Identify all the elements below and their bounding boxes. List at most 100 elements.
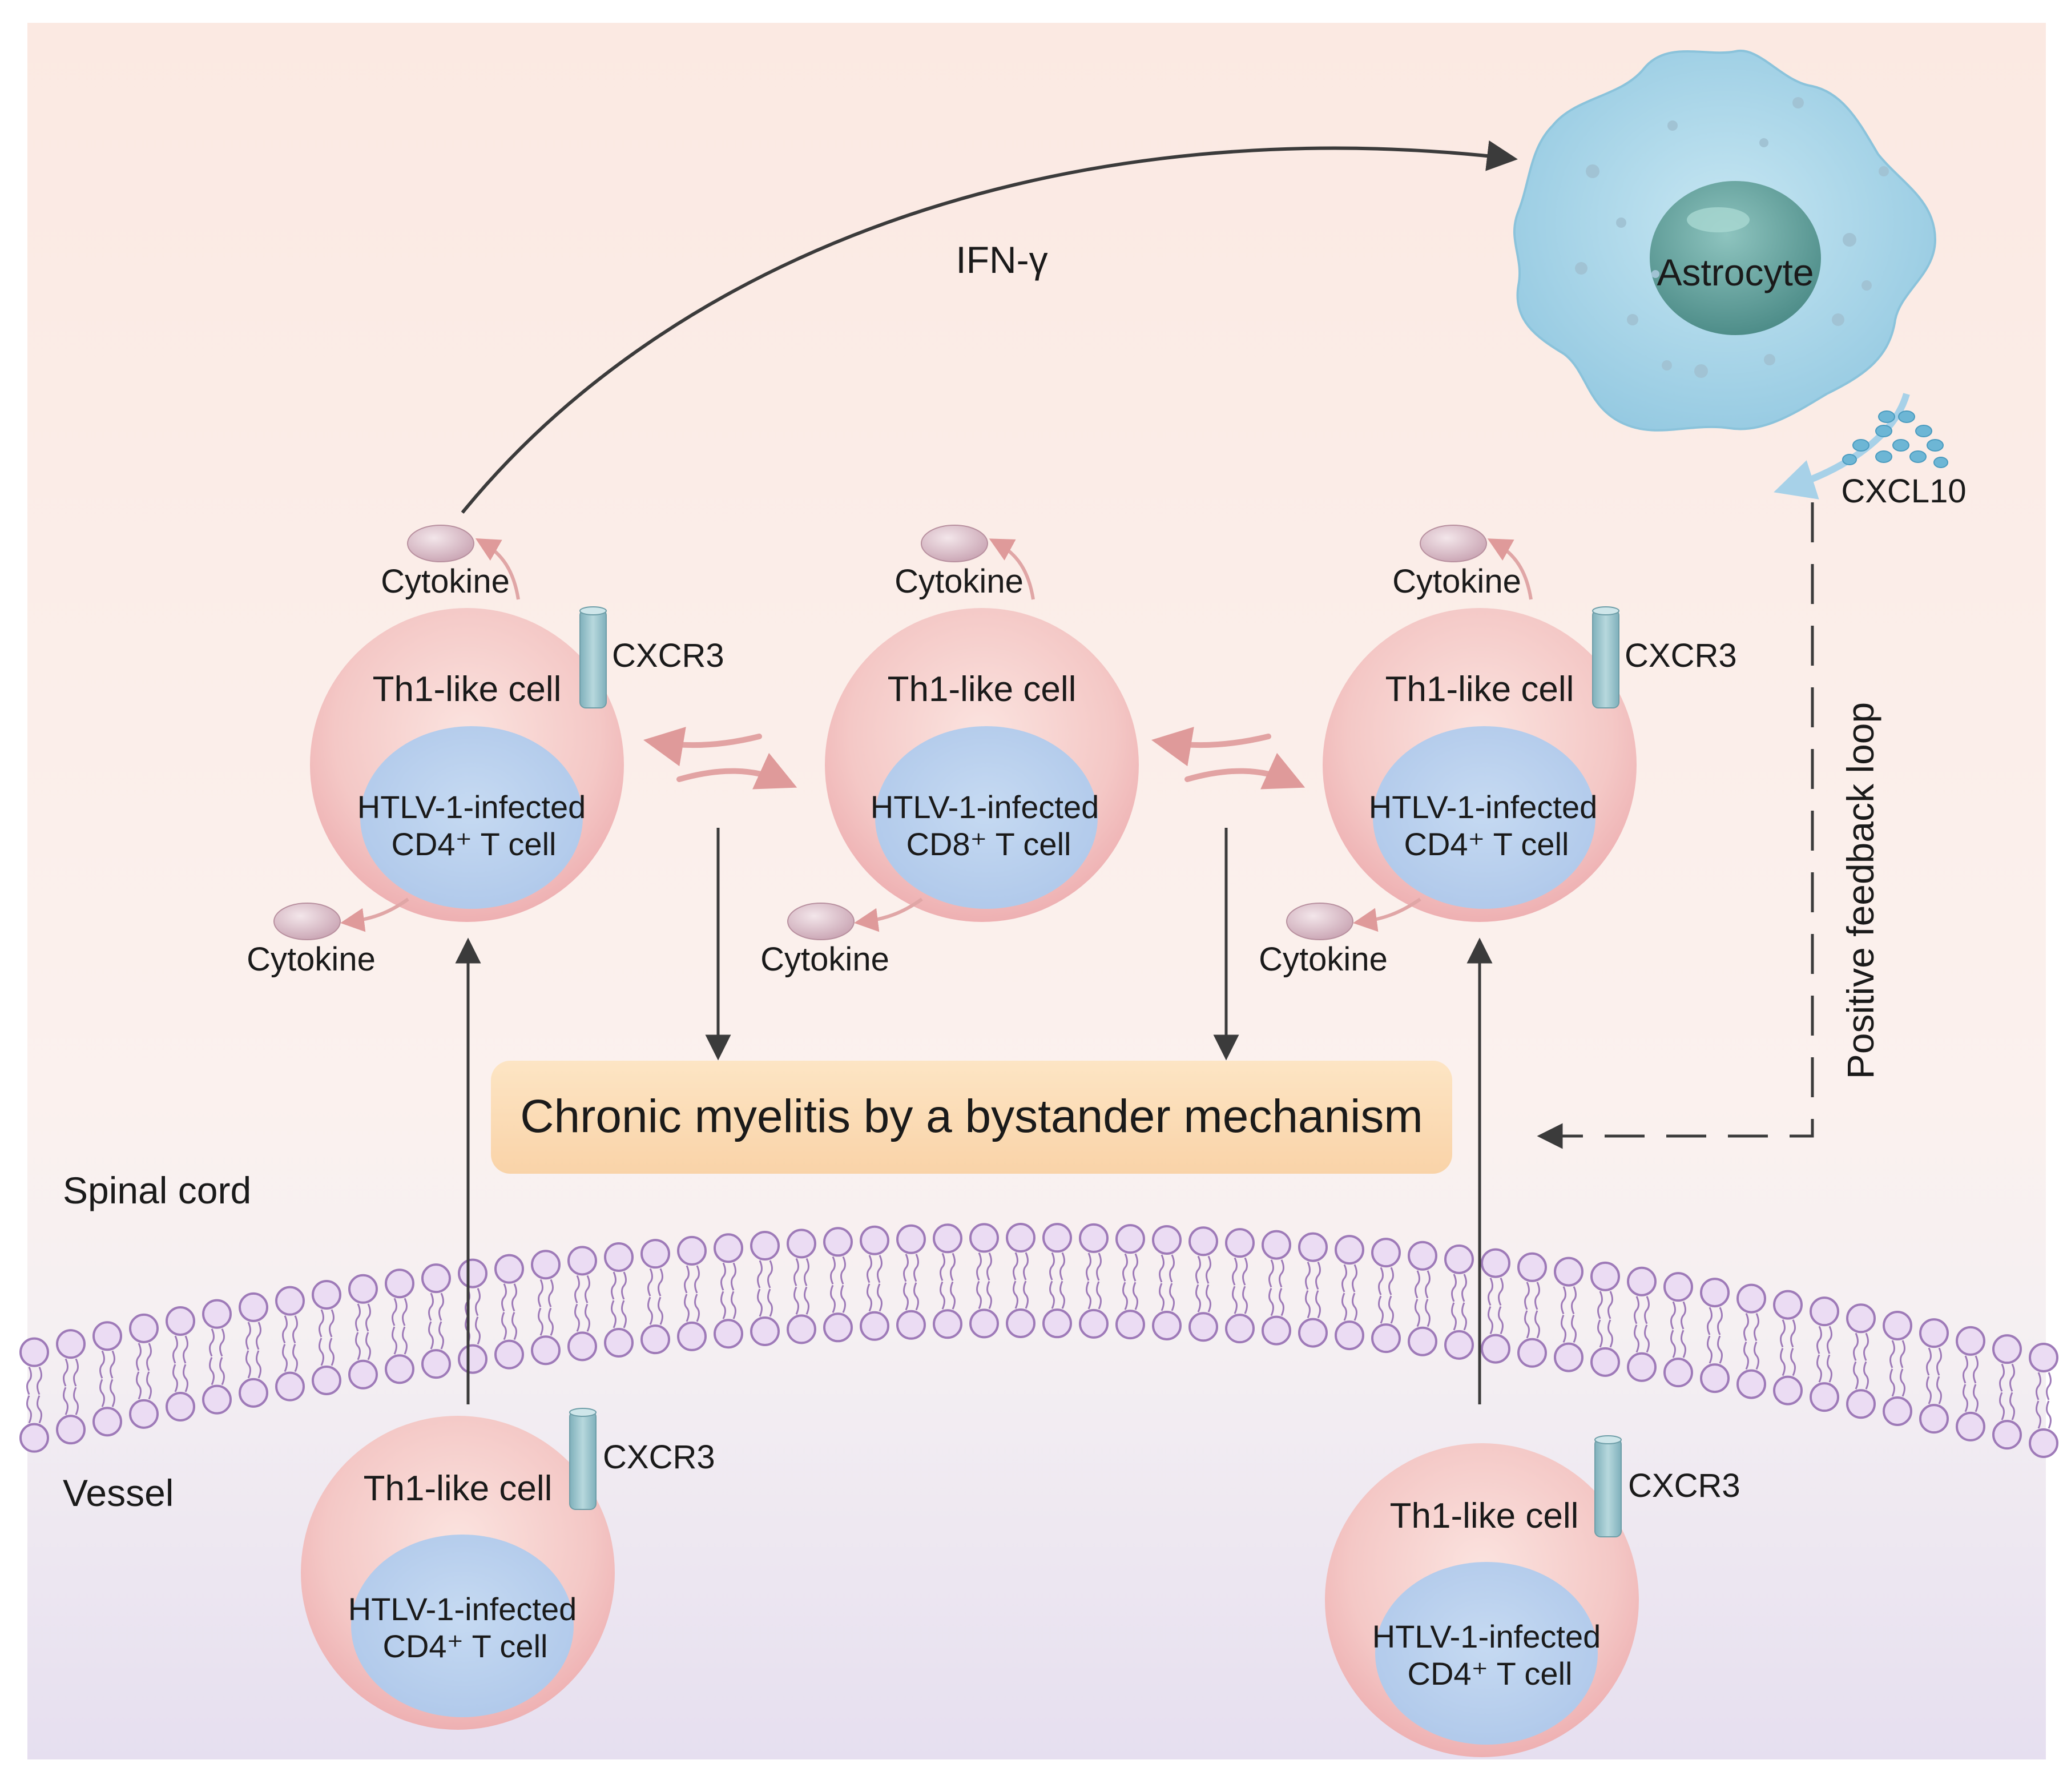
lipid-tail: [1717, 1335, 1723, 1364]
cytokine-top-label: Cytokine: [1392, 563, 1521, 600]
lipid-tail: [1780, 1347, 1786, 1376]
cell-outer-label: Th1-like cell: [1385, 670, 1574, 709]
lipid-head: [1700, 1278, 1730, 1308]
lipid-tail: [1889, 1340, 1895, 1368]
lipid-head: [677, 1235, 707, 1266]
lipid-head: [933, 1309, 962, 1339]
lipid-tail: [830, 1256, 836, 1284]
lipid-tail: [329, 1309, 335, 1338]
lipid-tail: [2009, 1392, 2015, 1420]
lipid-tail: [1059, 1280, 1065, 1309]
lipid-tail: [1717, 1307, 1723, 1335]
lipid-head: [1079, 1308, 1109, 1339]
lipid-tail: [1999, 1392, 2005, 1420]
lipid-tail: [1634, 1296, 1639, 1324]
cell-inner-label-2: CD4⁺ T cell: [392, 826, 557, 862]
cell-outer-label: Th1-like cell: [364, 1469, 553, 1508]
lipid-tail: [282, 1315, 288, 1344]
lipid-head: [531, 1335, 561, 1366]
lipid-head: [166, 1306, 195, 1336]
cxcl10-particles: [1842, 410, 1948, 468]
lipid-head: [312, 1279, 341, 1310]
lipid-head: [1992, 1334, 2022, 1364]
cytokine-top: [921, 525, 988, 562]
cytokine-bottom-label: Cytokine: [760, 941, 889, 978]
lipid-head: [1262, 1315, 1291, 1346]
lipid-head: [1810, 1296, 1839, 1327]
lipid-head: [1956, 1326, 1985, 1356]
lipid-head: [640, 1239, 670, 1269]
lipid-tail: [1498, 1306, 1504, 1335]
lipid-tail: [694, 1265, 700, 1294]
cytokine-top-label: Cytokine: [381, 563, 510, 600]
cell-outer-label: Th1-like cell: [1390, 1496, 1579, 1536]
lipid-tail: [574, 1303, 580, 1332]
lipid-tail: [1644, 1296, 1650, 1324]
lipid-tail: [1571, 1286, 1577, 1315]
cell-membrane: [19, 1223, 2058, 1458]
lipid-head: [1481, 1334, 1510, 1364]
lipid-tail: [1159, 1283, 1165, 1311]
lipid-tail: [245, 1322, 251, 1350]
lipid-tail: [611, 1271, 617, 1300]
nucleus-highlight: [1687, 207, 1750, 232]
lipid-tail: [172, 1335, 178, 1364]
lipid-tail: [1122, 1253, 1128, 1282]
lipid-head: [458, 1344, 487, 1374]
lipid-tail: [1900, 1368, 1905, 1397]
lipid-tail: [684, 1265, 690, 1294]
lipid-tail: [1023, 1280, 1029, 1309]
lipid-head: [896, 1224, 926, 1254]
lipid-head: [1883, 1396, 1912, 1426]
lipid-tail: [1534, 1282, 1540, 1310]
cxcr3-receptor: [1592, 609, 1619, 708]
lipid-head: [129, 1313, 159, 1343]
lipid-tail: [511, 1283, 517, 1312]
lipid-tail: [1963, 1355, 1968, 1384]
lipid-tail: [1268, 1259, 1274, 1288]
lipid-tail: [1973, 1384, 1979, 1412]
lipid-tail: [731, 1262, 736, 1291]
lipid-head: [1481, 1248, 1510, 1278]
lipid-head: [1810, 1382, 1839, 1412]
cell-inner-label-2: CD4⁺ T cell: [383, 1628, 548, 1664]
lipid-head: [56, 1329, 86, 1359]
lipid-tail: [73, 1387, 79, 1415]
lipid-head: [677, 1321, 707, 1351]
lipid-head: [1517, 1338, 1547, 1368]
lipid-head: [1006, 1308, 1035, 1339]
lipid-tail: [365, 1332, 371, 1360]
lipid-tail: [319, 1309, 324, 1338]
lipid-head: [1079, 1223, 1109, 1253]
interaction-arrows: [643, 727, 1306, 790]
lipid-tail: [1780, 1319, 1786, 1348]
lipid-tail: [986, 1280, 992, 1309]
lipid-tail: [1341, 1264, 1347, 1292]
lipid-tail: [1451, 1302, 1457, 1331]
lipid-tail: [1827, 1326, 1832, 1354]
lipid-tail: [1242, 1286, 1248, 1314]
lipid-head: [1663, 1358, 1693, 1388]
lipid-tail: [877, 1255, 883, 1283]
lipid-head: [860, 1311, 889, 1341]
lipid-tail: [840, 1284, 846, 1313]
cell-top-middle: Th1-like cell HTLV-1-infected CD8⁺ T cel…: [760, 525, 1139, 978]
lipid-tail: [1279, 1259, 1284, 1288]
lipid-head: [1663, 1272, 1693, 1302]
lipid-tail: [757, 1288, 763, 1317]
lipid-head: [714, 1319, 743, 1349]
lipid-tail: [548, 1279, 554, 1307]
lipid-tail: [2036, 1400, 2041, 1429]
lipid-head: [1554, 1342, 1583, 1372]
lipid-tail: [209, 1328, 215, 1357]
lipid-tail: [804, 1258, 809, 1286]
lipid-tail: [611, 1300, 617, 1328]
lipid-head: [1846, 1303, 1876, 1334]
lipid-tail: [1853, 1332, 1859, 1361]
lipid-tail: [574, 1275, 580, 1303]
lipid-tail: [1926, 1376, 1932, 1404]
lipid-tail: [1963, 1384, 1968, 1412]
lipid-tail: [1425, 1270, 1431, 1299]
lipid-tail: [1206, 1255, 1211, 1284]
lipid-tail: [1195, 1284, 1201, 1312]
